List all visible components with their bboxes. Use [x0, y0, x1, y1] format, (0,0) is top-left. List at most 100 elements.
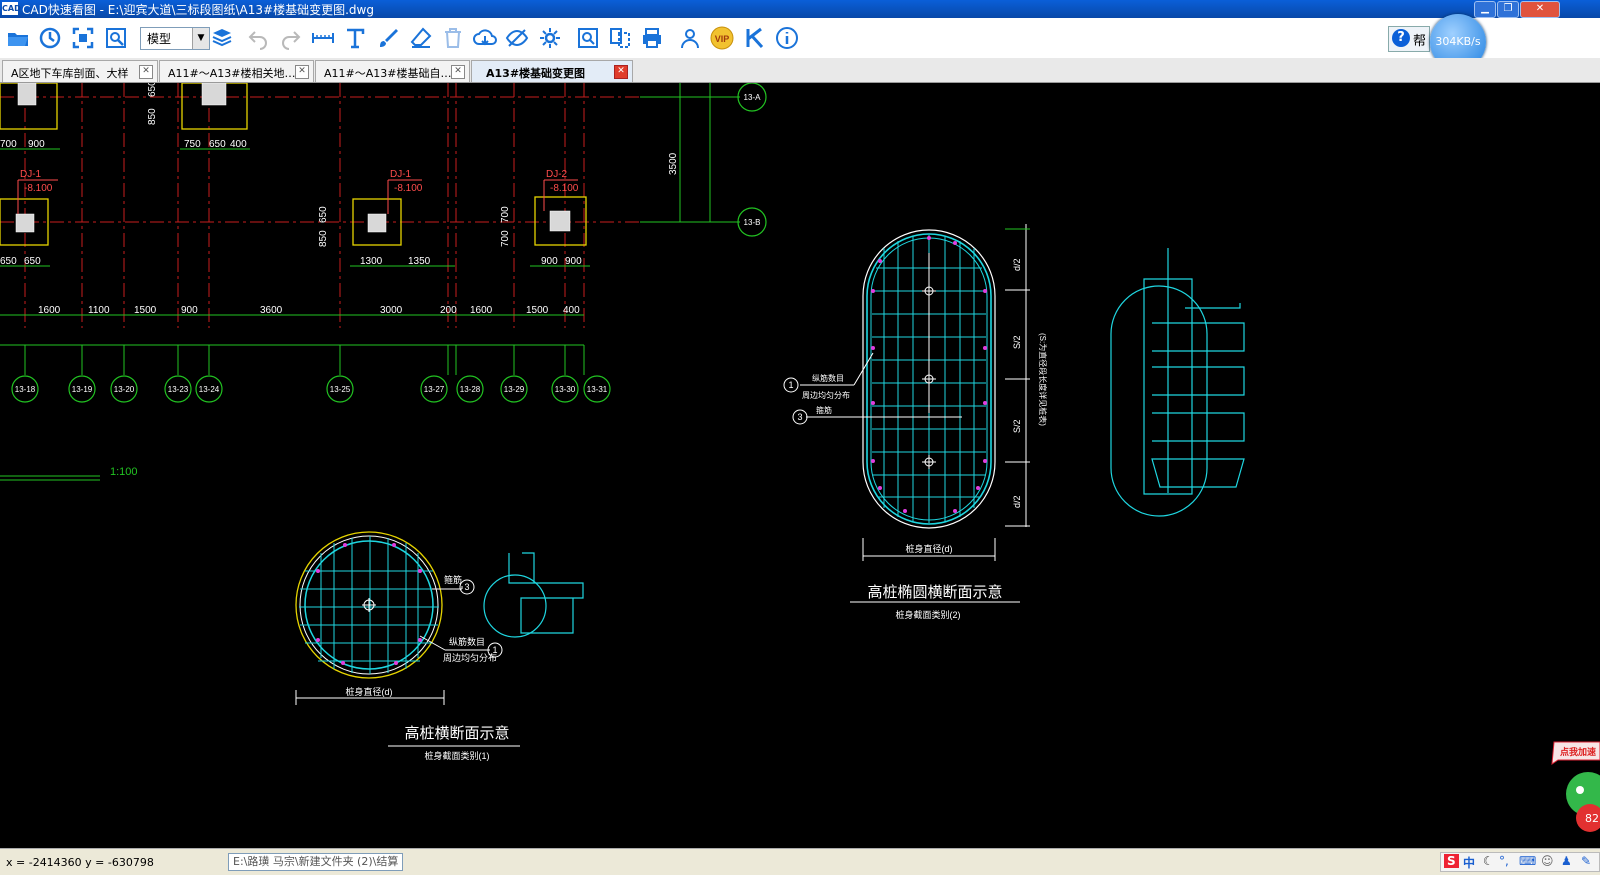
axis-label: 13-19 [72, 385, 93, 394]
dim-text: 3000 [380, 305, 403, 316]
oval-dim-bottom: 桩身直径(d) [906, 543, 953, 554]
recent-icon[interactable] [38, 26, 62, 50]
text-icon[interactable] [343, 26, 367, 50]
dim-text: 650 [24, 256, 41, 267]
open-folder-icon[interactable] [6, 26, 30, 50]
footing-outlines [0, 83, 587, 246]
speedup-widget[interactable]: 点我加速 82 [1548, 738, 1600, 848]
drawing-svg[interactable]: DJ-1 -8.100 DJ-1 -8.100 DJ-2 -8.100 700 … [0, 83, 1600, 848]
speedup-label: 点我加速 [1560, 746, 1596, 758]
window-title: CAD快速看图 - E:\迎宾大道\三标段图纸\A13#楼基础变更图.dwg [22, 3, 374, 17]
dim-text: 750 [184, 139, 201, 150]
axis-label: 13-29 [504, 385, 525, 394]
ime-toolbar[interactable]: S 中 ☾ °, ⌨ ☺ ♟ ✎ [1440, 852, 1600, 872]
user-icon: ☺ [1541, 854, 1554, 868]
footing-elev-1: -8.100 [24, 183, 53, 194]
drawing-canvas[interactable]: DJ-1 -8.100 DJ-1 -8.100 DJ-2 -8.100 700 … [0, 83, 1600, 848]
layers-icon[interactable] [210, 26, 234, 50]
axis-bubbles [11, 83, 767, 403]
toolbar: 模型▼ VIP ?帮 [0, 18, 1600, 59]
dim-text: 900 [181, 305, 198, 316]
axis-lines-horizontal [0, 96, 680, 223]
round-dim-label: 桩身直径(d) [346, 686, 393, 697]
delete-icon[interactable] [441, 26, 465, 50]
dim-text: 1300 [360, 256, 383, 267]
ime-mode: 中 [1463, 856, 1476, 870]
keyboard-icon: ⌨ [1519, 854, 1537, 868]
axis-label: 13-31 [587, 385, 608, 394]
round-note-ring: 箍筋 [444, 574, 462, 585]
footing-label-1: DJ-1 [20, 169, 42, 180]
undo-icon[interactable] [246, 26, 270, 50]
axis-label: 13-25 [330, 385, 351, 394]
redo-icon[interactable] [279, 26, 303, 50]
round-subtitle: 桩身截面类别(1) [425, 750, 490, 761]
status-path: E:\路璜 马宗\新建文件夹 (2)\结算 [228, 853, 404, 871]
speedup-badge: 82 [1585, 812, 1599, 825]
oval-note-ring: 箍筋 [816, 405, 832, 415]
close-icon[interactable]: ✕ [139, 65, 153, 79]
axis-label: 13-28 [460, 385, 481, 394]
tab-4[interactable]: A13#楼基础变更图✕ [471, 60, 633, 82]
round-note-bars2: 周边均匀分布 [443, 652, 497, 663]
cloud-download-icon[interactable] [473, 26, 497, 50]
dim-text: 650 [0, 256, 17, 267]
dim-text: 700 [0, 139, 17, 150]
compare-icon[interactable] [608, 26, 632, 50]
oval-callout-1: 1 [788, 380, 793, 390]
eraser-icon[interactable] [409, 26, 433, 50]
user-icon[interactable] [678, 26, 702, 50]
fit-extents-icon[interactable] [71, 26, 95, 50]
footing-labels: DJ-1 -8.100 DJ-1 -8.100 DJ-2 -8.100 [20, 169, 579, 194]
help-button[interactable]: ?帮 [1388, 26, 1430, 52]
tab-2[interactable]: A11#～A13#楼相关地…✕ [159, 60, 314, 82]
brush-icon[interactable] [376, 26, 400, 50]
vip-icon[interactable]: VIP [710, 26, 734, 50]
close-icon[interactable]: ✕ [295, 65, 309, 79]
tab-3[interactable]: A11#～A13#楼基础自…✕ [315, 60, 470, 82]
dim-text: 400 [563, 305, 580, 316]
column-blocks [15, 83, 571, 233]
info-icon[interactable] [775, 26, 799, 50]
tab-1[interactable]: A区地下车库剖面、大样✕ [2, 60, 158, 82]
oval-note-bars1: 纵筋数目 [812, 373, 844, 383]
close-icon[interactable]: ✕ [614, 65, 628, 79]
find-text-icon[interactable] [576, 26, 600, 50]
axis-label: 13-20 [114, 385, 135, 394]
hide-icon[interactable] [505, 26, 529, 50]
close-icon[interactable]: ✕ [451, 65, 465, 79]
settings-icon[interactable] [538, 26, 562, 50]
restore-button[interactable]: ❐ [1497, 1, 1519, 18]
tab-bar: A区地下车库剖面、大样✕ A11#～A13#楼相关地…✕ A11#～A13#楼基… [0, 58, 1600, 83]
oval-dim-side: d/2 [1012, 495, 1022, 508]
oval-dim-side: d/2 [1012, 258, 1022, 271]
print-icon[interactable] [640, 26, 664, 50]
zoom-window-icon[interactable] [104, 26, 128, 50]
dim-text: 400 [230, 139, 247, 150]
shirt-icon: ♟ [1561, 854, 1572, 868]
mode-select[interactable]: 模型▼ [140, 27, 210, 50]
oval-callout-3: 3 [797, 412, 802, 422]
footing-label-3: DJ-2 [546, 169, 568, 180]
dim-text: 850 [318, 230, 329, 247]
round-note-bars1: 纵筋数目 [449, 636, 485, 647]
axis-label: 13-27 [424, 385, 445, 394]
k-logo-icon[interactable] [743, 26, 767, 50]
title-bar: CAD CAD快速看图 - E:\迎宾大道\三标段图纸\A13#楼基础变更图.d… [0, 0, 1600, 18]
dimension-lines [0, 83, 740, 481]
minimize-button[interactable]: ▁ [1474, 1, 1496, 18]
wrench-icon: ✎ [1581, 854, 1592, 868]
axis-label: 13-B [744, 218, 761, 227]
oval-title: 高桩椭圆横断面示意 [867, 583, 1002, 601]
measure-icon[interactable] [311, 26, 335, 50]
dim-text: 1600 [470, 305, 493, 316]
dims-mid: 650 650 1300 1350 900 900 [0, 256, 582, 267]
close-button[interactable]: ✕ [1520, 1, 1560, 18]
dim-text: 3500 [668, 152, 679, 175]
dim-text: 200 [440, 305, 457, 316]
footing-elev-3: -8.100 [550, 183, 579, 194]
chevron-down-icon: ▼ [192, 28, 209, 49]
axis-label: 13-23 [168, 385, 189, 394]
dims-spans: 1600 1100 1500 900 3600 3000 200 1600 15… [38, 305, 580, 316]
question-icon: ? [1392, 29, 1410, 47]
